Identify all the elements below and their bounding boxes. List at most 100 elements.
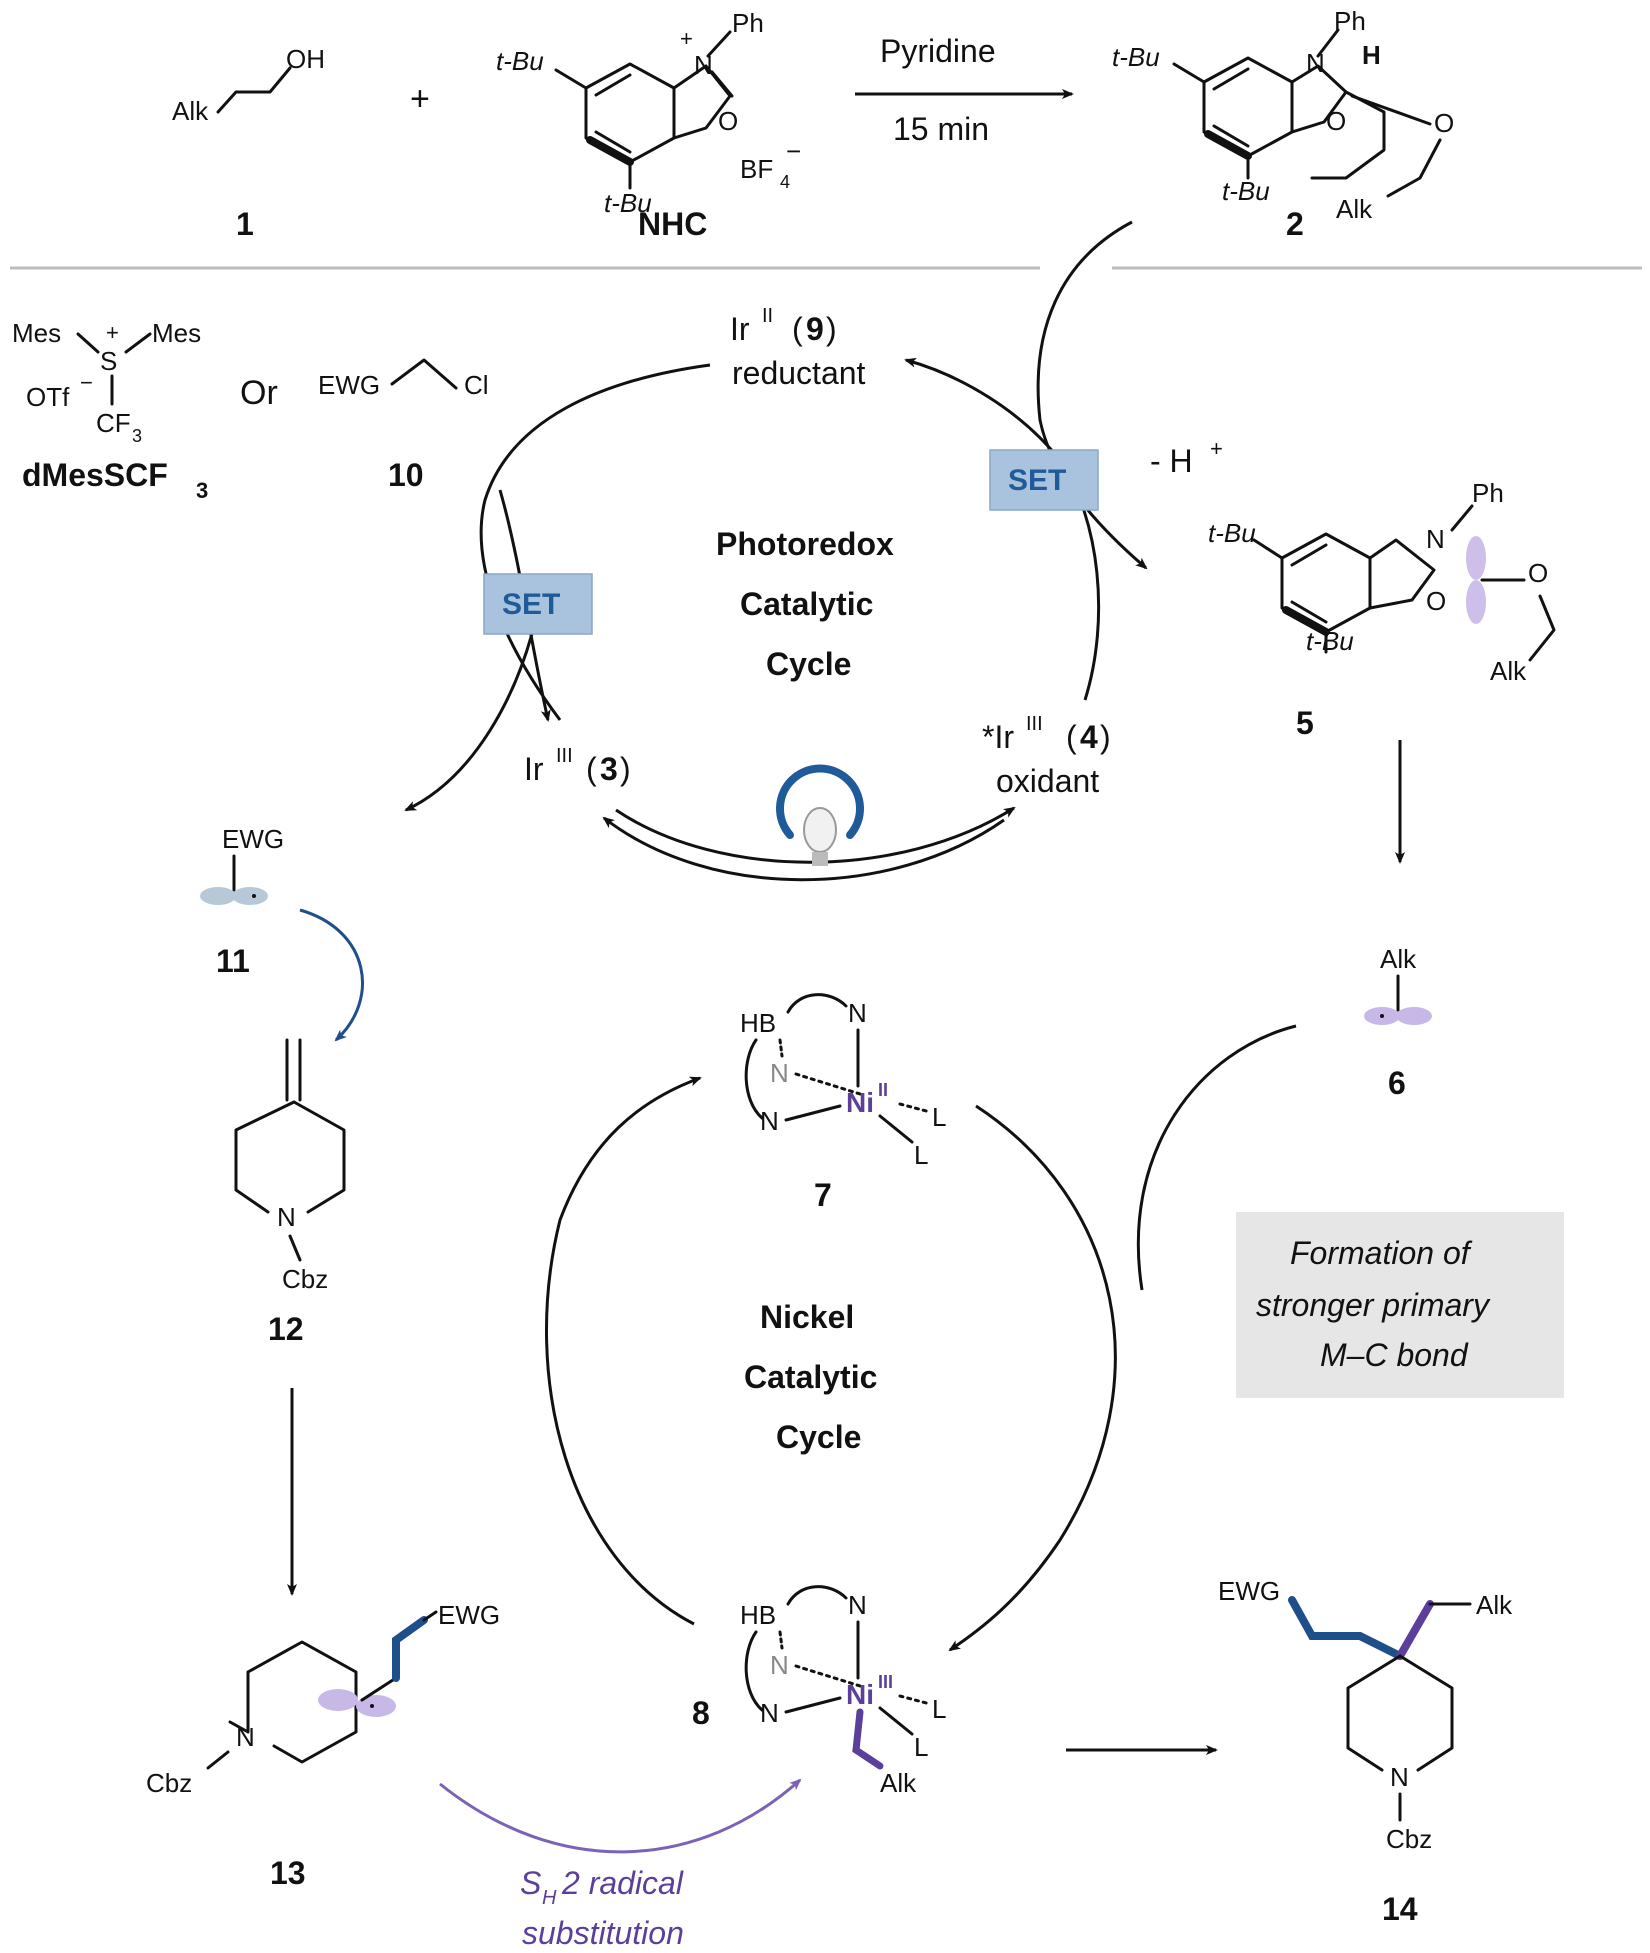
svg-text:Alk: Alk [1336,194,1373,224]
svg-text:H: H [542,1887,557,1909]
compound-2-label: 2 [1286,206,1304,242]
svg-text:t-Bu: t-Bu [496,46,544,76]
svg-text:t-Bu: t-Bu [1222,176,1270,206]
set-box-right: SET [989,449,1099,511]
compound-5-label: 5 [1296,705,1314,741]
nickel-title-2: Catalytic [744,1359,877,1395]
svg-text:2 radical: 2 radical [561,1865,684,1901]
svg-text:4: 4 [780,172,790,192]
nickel-title-3: Cycle [776,1419,861,1455]
svg-text:t-Bu: t-Bu [1112,42,1160,72]
svg-text:HB: HB [740,1008,776,1038]
svg-text:L: L [932,1102,946,1132]
svg-text:+: + [680,26,693,51]
svg-text:N: N [1426,524,1445,554]
svg-text:9: 9 [806,311,824,347]
compound-10-structure: EWG Cl 10 [318,358,489,493]
compound-14-structure: EWG Alk N Cbz 14 [1218,1576,1513,1927]
svg-text:L: L [932,1694,946,1724]
svg-text:HB: HB [740,1600,776,1630]
svg-text:(: ( [1066,719,1077,755]
svg-text:III: III [878,1672,893,1692]
nhc-label: NHC [638,206,707,242]
svg-text:O: O [1326,106,1346,136]
compound-10-label: 10 [388,457,424,493]
svg-text:EWG: EWG [318,370,380,400]
svg-text:S: S [520,1865,541,1901]
svg-text:t-Bu: t-Bu [1306,626,1354,656]
svg-text:O: O [718,106,738,136]
svg-text:N: N [760,1698,779,1728]
ir9-label: Ir [730,311,750,347]
ir4-role: oxidant [996,763,1099,799]
dmesscf3-label: dMesSCF [22,457,168,493]
note-line-3: M–C bond [1320,1337,1469,1373]
photoredox-title-1: Photoredox [716,526,894,562]
svg-text:N: N [694,50,713,80]
ir4-label: *Ir [982,719,1014,755]
compound-14-label: 14 [1382,1891,1418,1927]
svg-text:CF: CF [96,408,131,438]
svg-text:Alk: Alk [1380,944,1417,974]
compound-11-label: 11 [216,943,250,979]
svg-text:L: L [914,1732,928,1762]
ir9-role: reductant [732,355,866,391]
compound-2-structure: N O Ph H O Alk t-Bu t-Bu 2 [1112,6,1454,242]
svg-text:N: N [770,1650,789,1680]
nhc-structure: N + O Ph t-Bu t-Bu BF 4 − NHC [496,8,801,242]
compound-13-label: 13 [270,1855,306,1891]
compound-11-structure: EWG 11 [200,824,284,979]
compound-1-label: 1 [236,206,254,242]
svg-text:Ph: Ph [732,8,764,38]
svg-text:(: ( [586,751,597,787]
svg-text:Ph: Ph [1334,6,1366,36]
or-text: Or [240,374,278,412]
dmesscf3-structure: Mes Mes S + CF 3 OTf − dMesSCF 3 [12,318,208,503]
svg-text:−: − [786,136,801,166]
photoredox-title-3: Cycle [766,646,851,682]
svg-text:t-Bu: t-Bu [604,188,652,218]
svg-text:S: S [100,346,117,376]
svg-text:N: N [1390,1762,1409,1792]
svg-text:Alk: Alk [1476,1590,1513,1620]
photoredox-cycle: Ir II ( 9 ) reductant Photoredox Catalyt… [404,220,1223,882]
svg-text:N: N [277,1202,296,1232]
sh2-arrow [439,1778,802,1854]
svg-text:L: L [914,1140,928,1170]
svg-text:Alk: Alk [1490,656,1527,686]
compound-8-structure: HB N N N Ni III L L Alk 8 [692,1585,946,1798]
svg-text:N: N [770,1058,789,1088]
svg-text:O: O [1434,108,1454,138]
compound-8-label: 8 [692,1695,710,1731]
svg-text:3: 3 [132,426,142,446]
svg-text:III: III [1026,713,1043,735]
svg-text:OTf: OTf [26,382,70,412]
svg-text:II: II [762,305,773,327]
svg-text:OH: OH [286,44,325,74]
svg-text:II: II [878,1080,888,1100]
arrow-6-to-ni [1136,1024,1297,1291]
radical-addition-arrow [299,908,364,1042]
svg-text:Mes: Mes [152,318,201,348]
minus-h: - H [1150,443,1193,479]
svg-text:SET: SET [1008,464,1066,497]
sh2-label: S H 2 radical substitution [520,1865,684,1951]
compound-6-label: 6 [1388,1065,1406,1101]
lightbulb-icon [776,764,864,866]
compound-1-structure: Alk OH 1 [172,44,325,242]
svg-text:N: N [848,1590,867,1620]
svg-text:N: N [848,998,867,1028]
compound-5-structure: N O Ph O Alk t-Bu t-Bu 5 [1208,478,1556,741]
svg-text:Ni: Ni [846,1087,874,1118]
svg-text:Cbz: Cbz [282,1264,328,1294]
svg-text:Ph: Ph [1472,478,1504,508]
compound-12-label: 12 [268,1311,304,1347]
svg-text:Mes: Mes [12,318,61,348]
reaction-time: 15 min [893,111,989,147]
compound-7-label: 7 [814,1177,832,1213]
svg-text:(: ( [792,311,803,347]
svg-text:III: III [556,745,573,767]
svg-text:SET: SET [502,588,560,621]
photoredox-title-2: Catalytic [740,586,873,622]
svg-text:+: + [1210,436,1223,461]
